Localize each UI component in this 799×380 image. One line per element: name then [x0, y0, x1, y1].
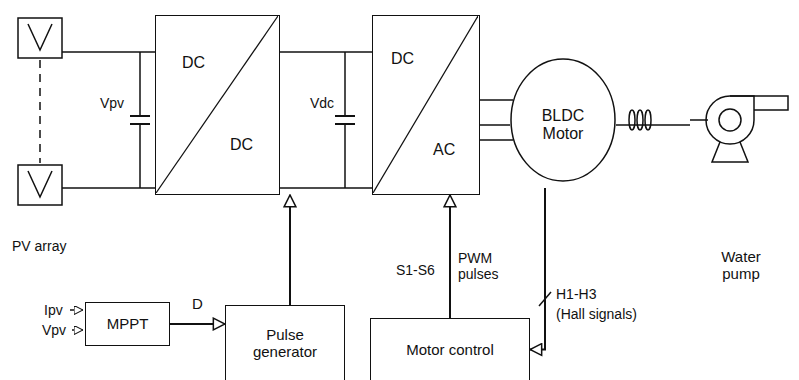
motor-outline: [511, 59, 615, 181]
coupling-ring: [645, 110, 651, 130]
wire: [280, 187, 372, 189]
connector: [170, 323, 225, 325]
motor-circle: BLDC Motor: [510, 58, 616, 192]
voltage-label: Vpv: [100, 95, 124, 111]
signal-label: PWM pulses: [458, 250, 506, 282]
node-text: MPPT: [86, 303, 169, 345]
signal-label: H1-H3: [556, 286, 596, 302]
pump-outlet: [730, 96, 788, 110]
motor-control-box: Motor control: [370, 318, 530, 380]
connector: [616, 124, 690, 126]
inverter-box: DC AC: [372, 15, 480, 195]
node-label: DC: [182, 54, 205, 72]
coupling-ring: [637, 110, 643, 130]
node-label: MPPT: [107, 315, 149, 332]
node-label: DC: [230, 136, 253, 154]
pv-string-dashed: [39, 60, 41, 163]
array-label: PV array: [12, 238, 66, 254]
wire: [62, 187, 155, 189]
pv-panel: [18, 18, 62, 58]
wire: [344, 124, 346, 188]
converter-box: DC DC: [155, 15, 280, 195]
pump-base: [712, 142, 748, 162]
input-arrow: [70, 309, 83, 311]
connector: [530, 188, 545, 349]
pv-symbol: [28, 171, 52, 197]
capacitor-plate: [130, 115, 150, 117]
phase-wire: [480, 139, 513, 141]
water-pump: Water pump: [690, 70, 795, 300]
wire: [139, 124, 141, 188]
converter-diagonal: [373, 16, 478, 193]
wire: [344, 52, 346, 116]
signal-label: Vpv: [42, 322, 66, 338]
node-label: BLDC Motor: [532, 107, 594, 144]
converter-diagonal: [373, 16, 478, 193]
pump-impeller: [719, 109, 741, 131]
node-label: Pulse generator: [240, 326, 330, 361]
input-arrow: [72, 329, 83, 331]
pump-volute: [706, 96, 754, 144]
connector: [480, 124, 510, 126]
signal-label: Ipv: [44, 302, 63, 318]
coupling-ring: [629, 110, 635, 130]
signal-label: S1-S6: [396, 262, 435, 278]
mppt-box: MPPT: [85, 302, 170, 346]
pv-panel: [18, 165, 62, 205]
capacitor-plate: [335, 115, 355, 117]
wire: [139, 52, 141, 116]
converter-diagonal: [156, 16, 278, 193]
wire: [62, 51, 155, 53]
phase-wire: [480, 99, 513, 101]
voltage-label: Vdc: [310, 95, 334, 111]
connector: [280, 51, 372, 53]
node-label: AC: [433, 141, 455, 159]
connector: [289, 195, 291, 305]
node-text: Motor control: [371, 319, 529, 380]
edge-label: D: [190, 296, 205, 313]
node-text: BLDC Motor: [510, 58, 616, 192]
pulse-generator-box: Pulse generator: [225, 305, 345, 380]
node-label: DC: [391, 50, 414, 68]
pv-symbol: [28, 24, 52, 50]
converter-diagonal: [156, 16, 278, 193]
node-text: Pulse generator: [226, 306, 344, 380]
node-label: Motor control: [406, 341, 494, 358]
pump-drawing: [690, 70, 795, 180]
signal-label: (Hall signals): [556, 306, 637, 322]
node-label: Water pump: [710, 248, 772, 283]
connector: [449, 195, 451, 318]
